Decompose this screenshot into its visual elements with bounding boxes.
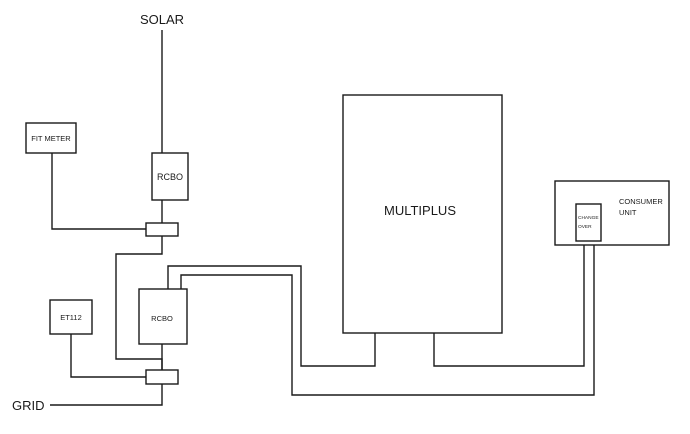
fit-meter-box bbox=[25, 122, 77, 154]
multiplus-to-changeover-wire bbox=[433, 245, 585, 367]
multiplus-label: MULTIPLUS bbox=[384, 203, 456, 218]
et112-label: ET112 bbox=[60, 313, 82, 322]
et112-meter: ET112 bbox=[49, 299, 93, 335]
grid-label: GRID bbox=[12, 398, 45, 413]
grid-junction-wire bbox=[50, 384, 163, 406]
multiplus: MULTIPLUS bbox=[342, 94, 503, 334]
rcbo-to-multiplus-wire-b bbox=[180, 274, 293, 375]
et112-wire bbox=[70, 334, 146, 378]
rcbo-top-box bbox=[151, 152, 189, 201]
rcbo-bottom-box bbox=[138, 288, 188, 345]
fit-meter-wire bbox=[51, 153, 146, 230]
solar-label: SOLAR bbox=[140, 12, 184, 27]
consumer-unit: CONSUMER UNIT CHANGE OVER bbox=[554, 180, 670, 246]
rcbo-top: RCBO bbox=[151, 152, 189, 201]
consumer-unit-label-line1: CONSUMER bbox=[619, 197, 663, 206]
wires bbox=[50, 30, 595, 406]
fit-meter: FIT METER bbox=[25, 122, 77, 154]
consumer-unit-label-line2: UNIT bbox=[619, 208, 637, 217]
change-over-switch-box bbox=[575, 203, 602, 242]
outer-loop-wire bbox=[291, 245, 595, 396]
fit-meter-label: FIT METER bbox=[31, 134, 71, 143]
multiplus-box bbox=[342, 94, 503, 334]
rcbo-bottom: RCBO bbox=[138, 288, 188, 345]
rcbo-to-multiplus-wire-a bbox=[167, 265, 376, 367]
upper-junction-block bbox=[145, 222, 179, 237]
change-over-label-line2: OVER bbox=[578, 224, 592, 230]
consumer-unit-box bbox=[554, 180, 670, 246]
rcbo-bottom-label: RCBO bbox=[151, 314, 173, 323]
change-over-label-line1: CHANGE bbox=[578, 215, 599, 221]
lower-junction-block bbox=[145, 369, 179, 385]
rcbo-top-label: RCBO bbox=[157, 172, 183, 182]
et112-box bbox=[49, 299, 93, 335]
